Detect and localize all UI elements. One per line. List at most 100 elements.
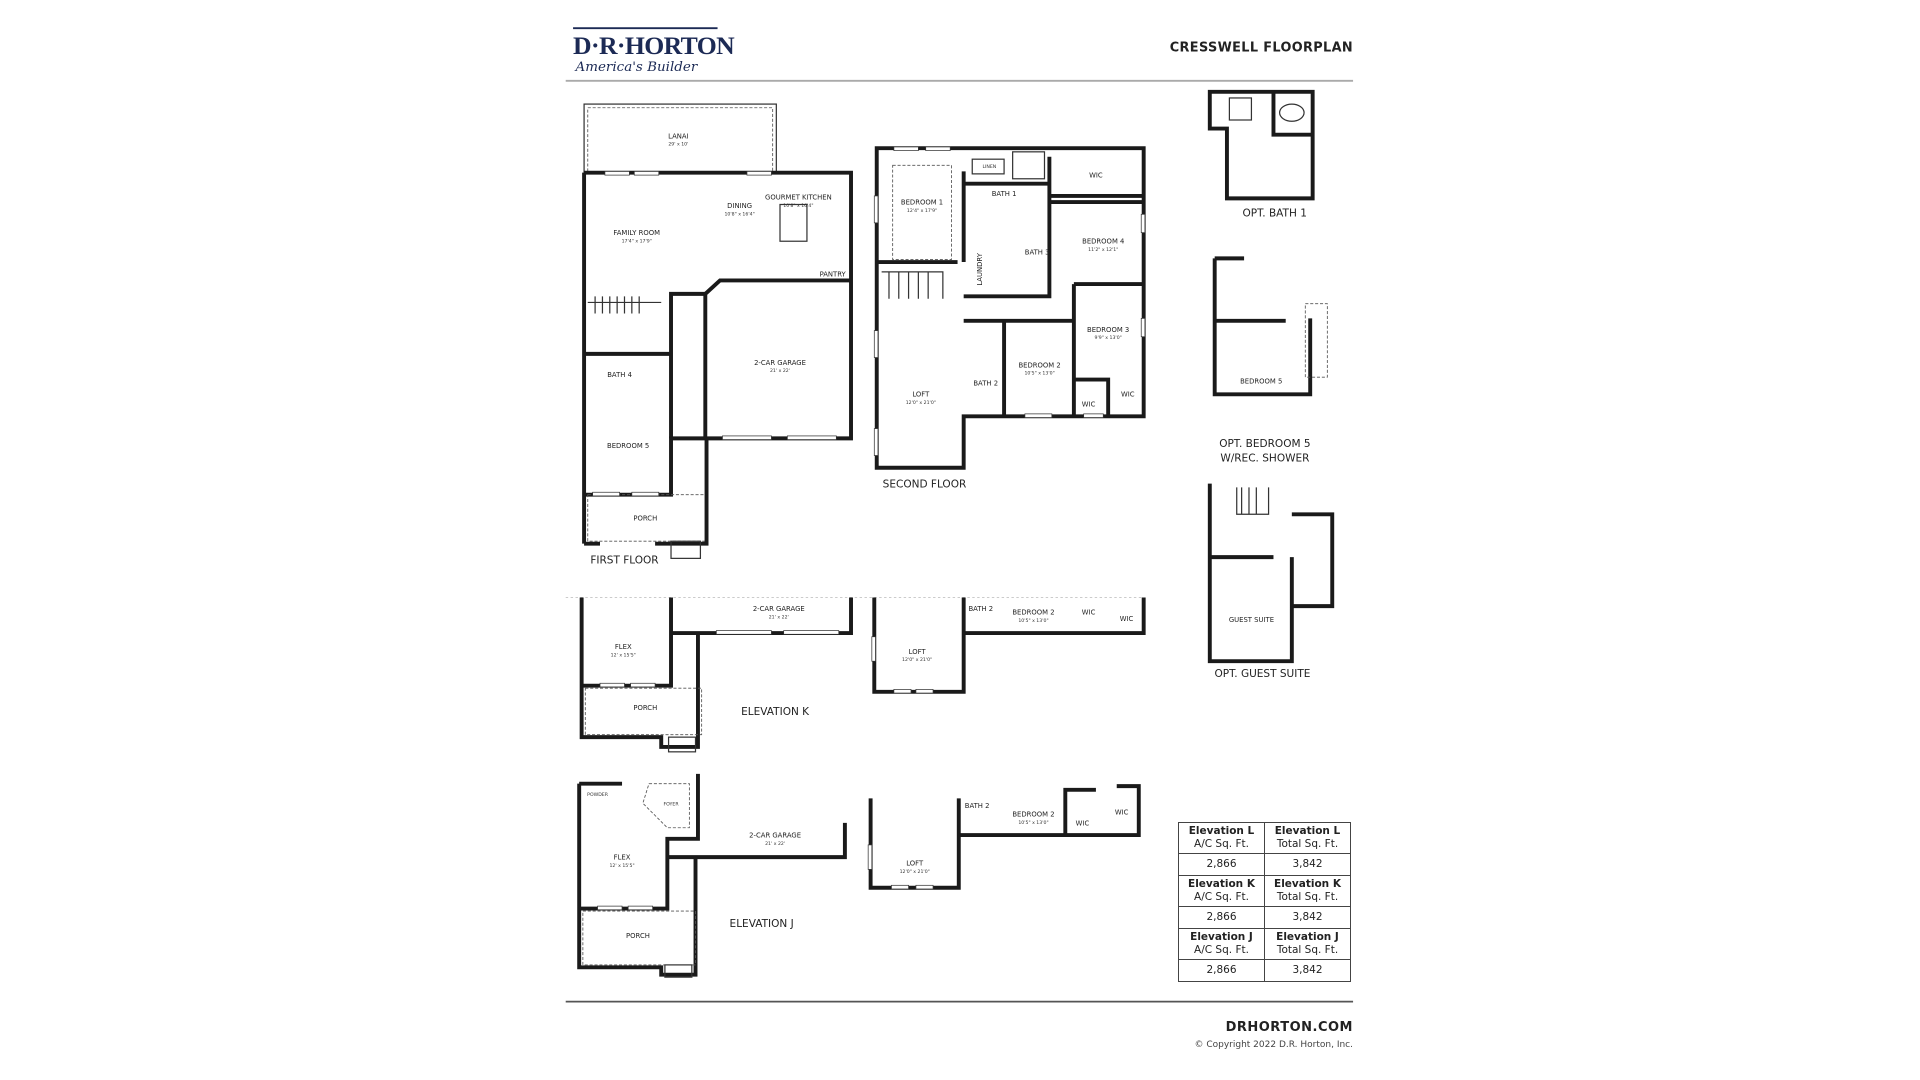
room-dimensions: 21' x 22' xyxy=(765,841,785,847)
label-text: Elevation J xyxy=(1190,931,1253,943)
option-bath-1: OPT. BATH 1 xyxy=(1207,89,1315,220)
room-label: BEDROOM 5 xyxy=(607,442,649,450)
label-text: Total Sq. Ft. xyxy=(1276,838,1339,850)
section-title: FIRST FLOOR xyxy=(590,554,658,566)
room-label: GOURMET KITCHEN xyxy=(765,194,832,202)
room-dimensions: 10'5" x 13'0" xyxy=(1024,371,1054,377)
label-text: Elevation K xyxy=(1188,878,1255,890)
label-text: W/REC. SHOWER xyxy=(1220,453,1309,465)
room-label: FLEX xyxy=(614,854,631,862)
room-label: PORCH xyxy=(633,704,657,712)
room-dimensions: 12' x 15'5" xyxy=(611,652,636,658)
room-label: DINING xyxy=(727,202,752,210)
label-text: Elevation J xyxy=(1276,931,1339,943)
room-label: LAUNDRY xyxy=(976,252,984,285)
room-label: BEDROOM 2 xyxy=(1012,609,1054,617)
label-text: A/C Sq. Ft. xyxy=(1194,944,1249,956)
label-text: OPT. BATH 1 xyxy=(1242,208,1306,220)
room-label: WIC xyxy=(1082,401,1096,409)
room-dimensions: 21' x 22' xyxy=(769,614,789,620)
option-bedroom-5: BEDROOM 5 OPT. BEDROOM 5 W/REC. SHOWER xyxy=(1212,256,1328,465)
label-text: America's Builder xyxy=(574,60,699,75)
room-label: WIC xyxy=(1115,808,1129,816)
room-label: WIC xyxy=(1076,819,1090,827)
label-text: Total Sq. Ft. xyxy=(1276,944,1339,956)
second-floor-plan: BEDROOM 112'4" x 17'9" LINEN BATH 1 WIC … xyxy=(873,146,1146,490)
label-text: A/C Sq. Ft. xyxy=(1194,838,1249,850)
room-label: BEDROOM 2 xyxy=(1018,361,1060,369)
room-label: BEDROOM 4 xyxy=(1082,238,1124,246)
room-label: WIC xyxy=(1120,615,1134,623)
room-label: LOFT xyxy=(909,648,927,656)
section-title: ELEVATION J xyxy=(730,918,794,930)
room-dimensions: 10'8" x 16'4" xyxy=(783,203,813,209)
label-text: OPT. BEDROOM 5 xyxy=(1219,438,1310,450)
label-text: BEDROOM 5 xyxy=(1240,377,1282,385)
room-label: PORCH xyxy=(633,514,657,522)
table-cell: 3,842 xyxy=(1264,959,1351,982)
room-dimensions: 12'0" x 21'0" xyxy=(900,869,930,875)
room-label: LANAI xyxy=(668,132,688,140)
label-text: Elevation K xyxy=(1274,878,1341,890)
room-dimensions: 12'0" x 21'0" xyxy=(906,400,936,406)
room-label: PANTRY xyxy=(820,271,847,279)
website-link[interactable]: DRHORTON.COM xyxy=(1225,1020,1353,1035)
room-dimensions: 10'5" x 13'0" xyxy=(1018,820,1048,826)
label-text: Elevation L xyxy=(1274,825,1341,837)
room-label: WIC xyxy=(1121,391,1135,399)
label-text: A/C Sq. Ft. xyxy=(1194,891,1249,903)
room-label: BATH 2 xyxy=(973,380,998,388)
label-text: Total Sq. Ft. xyxy=(1276,891,1339,903)
room-dimensions: 17'4" x 17'9" xyxy=(622,238,652,244)
label-text: Elevation L xyxy=(1188,825,1255,837)
table-cell: 2,866 xyxy=(1178,906,1265,929)
room-label: 2-CAR GARAGE xyxy=(753,605,805,613)
table-cell: 2,866 xyxy=(1178,853,1265,876)
room-dimensions: 10'5" x 13'0" xyxy=(1018,618,1048,624)
label-text: OPT. GUEST SUITE xyxy=(1214,668,1310,680)
room-dimensions: 12'4" x 17'9" xyxy=(907,208,937,214)
room-label: PORCH xyxy=(626,932,650,940)
room-dimensions: 10'8" x 16'4" xyxy=(724,212,754,218)
table-cell: 3,842 xyxy=(1264,906,1351,929)
room-label: BATH 1 xyxy=(992,190,1017,198)
room-label: WIC xyxy=(1082,609,1096,617)
label-text: D·R·HORTON xyxy=(573,31,735,60)
room-dimensions: 11'2" x 12'1" xyxy=(1088,247,1118,253)
room-label: BEDROOM 2 xyxy=(1012,811,1054,819)
section-title: SECOND FLOOR xyxy=(883,478,967,490)
room-label: BEDROOM 3 xyxy=(1087,326,1129,334)
room-dimensions: 21' x 22' xyxy=(770,368,790,374)
room-label: 2-CAR GARAGE xyxy=(754,359,806,367)
room-label: BATH 2 xyxy=(965,802,990,810)
room-dimensions: 12'0" x 21'0" xyxy=(902,657,932,663)
room-label: LINEN xyxy=(982,164,996,170)
room-label: FOYER xyxy=(663,802,679,808)
section-title: ELEVATION K xyxy=(741,706,810,718)
plan-title: CRESSWELL FLOORPLAN xyxy=(1170,40,1353,55)
room-label: BATH 3 xyxy=(1025,249,1050,257)
room-dimensions: 12' x 15'5" xyxy=(609,863,634,869)
copyright-text: © Copyright 2022 D.R. Horton, Inc. xyxy=(1194,1040,1353,1050)
room-label: BEDROOM 1 xyxy=(901,198,943,206)
room-label: FLEX xyxy=(615,643,632,651)
room-label: 2-CAR GARAGE xyxy=(749,832,801,840)
brand-logo: D·R·HORTON America's Builder xyxy=(573,27,736,75)
room-label: POWDER xyxy=(587,792,609,798)
